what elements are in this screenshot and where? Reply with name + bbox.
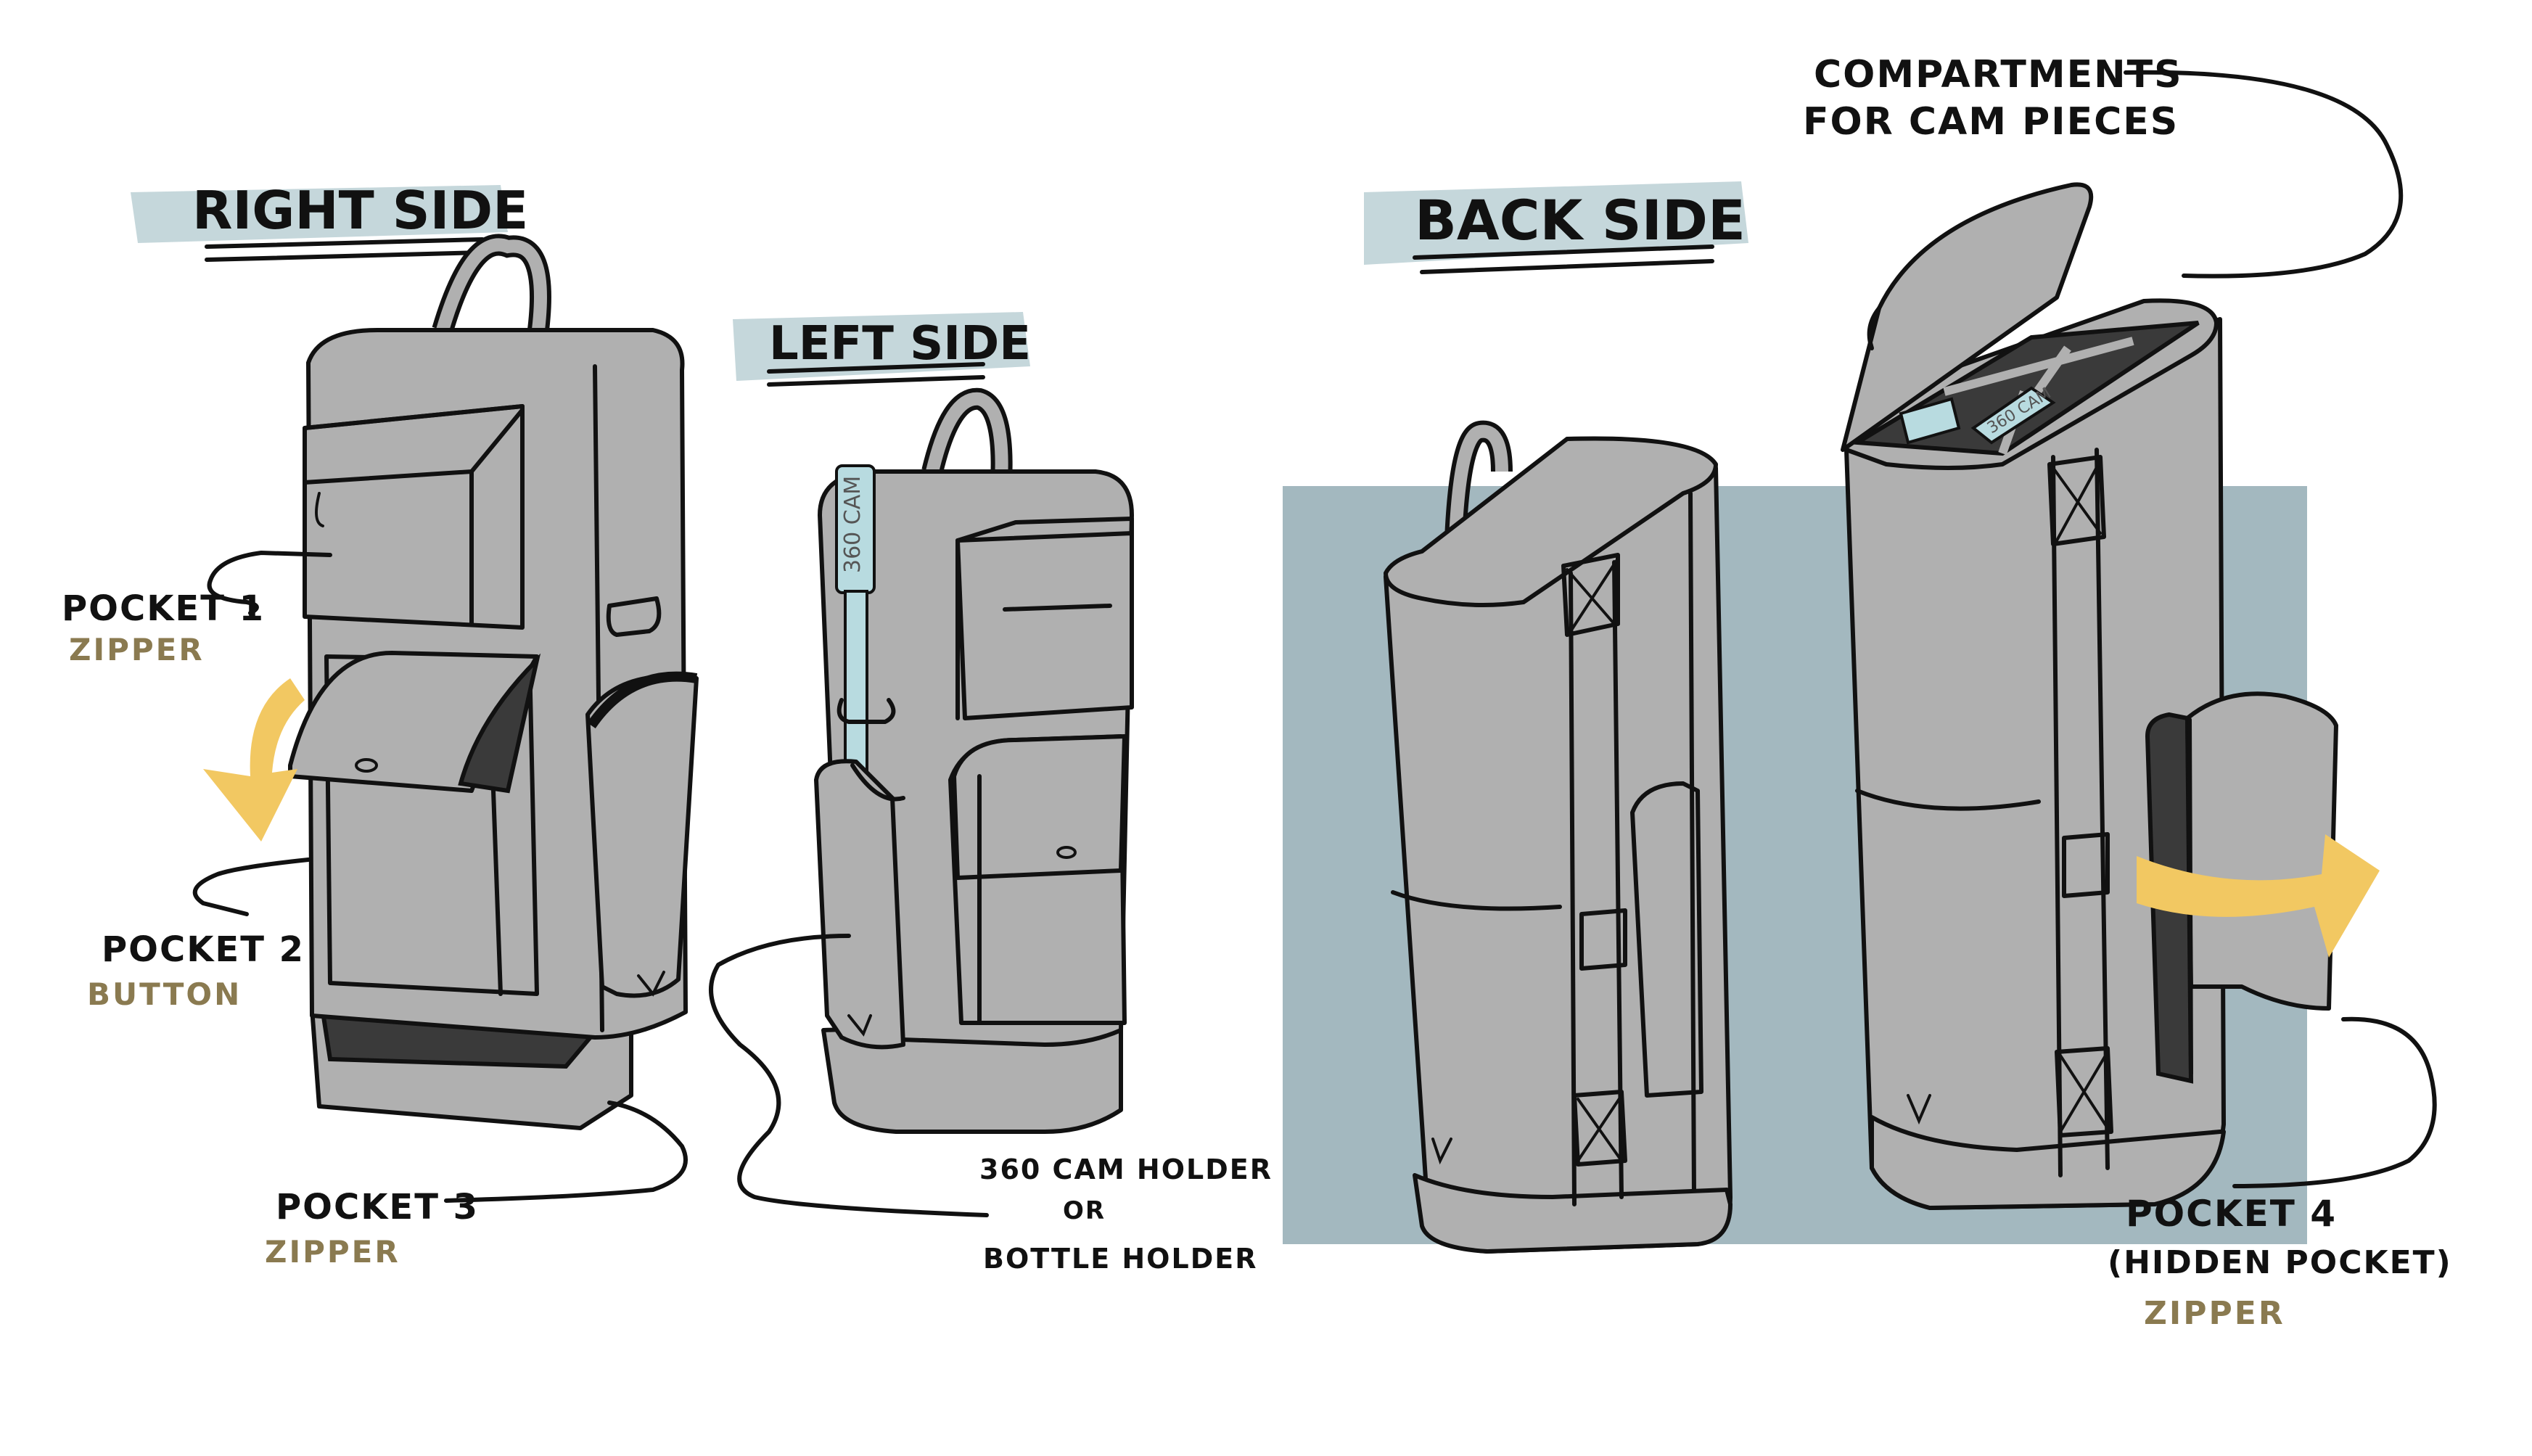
pocket1-closure: ZIPPER — [69, 632, 205, 667]
title-back-side: BACK SIDE — [1364, 181, 1748, 274]
pocket3-closure: ZIPPER — [265, 1234, 400, 1270]
backpack-left-side: 360 CAM — [814, 387, 1134, 1134]
label-compartments: COMPARTMENTS FOR CAM PIECES — [1803, 53, 2404, 279]
cam-holder-line3: BOTTLE HOLDER — [983, 1243, 1257, 1275]
title-left-side-text: LEFT SIDE — [769, 317, 1031, 371]
cam-holder-line2: OR — [1063, 1196, 1106, 1225]
pocket2-name: POCKET 2 — [102, 929, 305, 970]
pocket4-name: POCKET 4 — [2126, 1193, 2337, 1235]
backpack-back-open: 360 CAM — [1841, 182, 2338, 1210]
compartments-line1: COMPARTMENTS — [1814, 53, 2183, 96]
side-pocket — [585, 674, 699, 998]
compartments-line2: FOR CAM PIECES — [1803, 100, 2179, 144]
cam-holder-pocket — [814, 759, 905, 1050]
curved-arrow-down-icon — [203, 678, 305, 842]
open-lid — [1841, 182, 2094, 452]
pocket4-sub: (HIDDEN POCKET) — [2108, 1244, 2452, 1281]
pocket4-closure: ZIPPER — [2144, 1295, 2285, 1332]
label-cam-holder: 360 CAM HOLDER OR BOTTLE HOLDER — [709, 934, 1273, 1275]
curved-arrow-right-icon — [2137, 834, 2380, 958]
backpack-right-side — [288, 234, 699, 1130]
label-pocket4: POCKET 4 (HIDDEN POCKET) ZIPPER — [2108, 1016, 2452, 1332]
pocket1-name: POCKET 1 — [62, 588, 265, 629]
label-pocket1: POCKET 1 ZIPPER — [62, 551, 332, 667]
cam-tag-left: 360 CAM — [840, 476, 866, 573]
backpack-back-closed — [1384, 420, 1732, 1254]
pocket2-closure: BUTTON — [87, 976, 242, 1012]
title-back-side-text: BACK SIDE — [1415, 188, 1746, 252]
title-right-side: RIGHT SIDE — [131, 180, 528, 262]
label-pocket3: POCKET 3 ZIPPER — [265, 1101, 688, 1270]
pocket4-flap — [2185, 691, 2338, 1011]
pocket1 — [303, 404, 525, 630]
title-left-side: LEFT SIDE — [733, 312, 1031, 387]
cam-holder-line1: 360 CAM HOLDER — [979, 1153, 1273, 1185]
left-upper-pocket — [955, 531, 1134, 720]
pocket3-name: POCKET 3 — [276, 1187, 479, 1227]
label-pocket2: POCKET 2 BUTTON — [87, 857, 311, 1012]
title-right-side-text: RIGHT SIDE — [192, 180, 528, 241]
